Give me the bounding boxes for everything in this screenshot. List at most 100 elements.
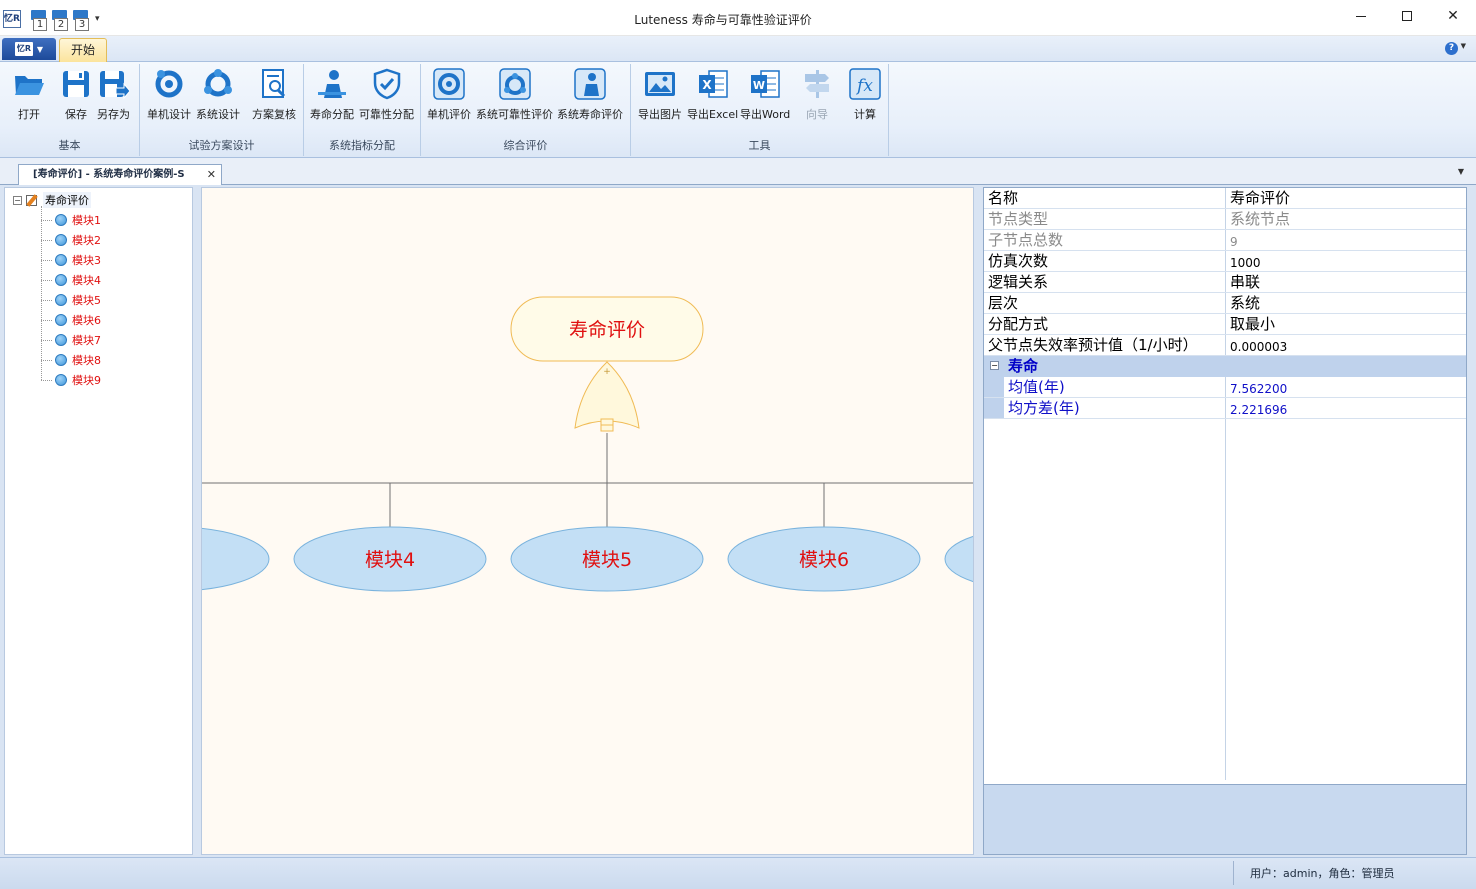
plan-review-icon (262, 69, 286, 98)
gate-expand-marker: + (603, 367, 611, 377)
tree-item-label: 模块7 (72, 334, 101, 347)
document-tab-bar: [寿命评价] - 系统寿命评价案例-S ✕ ▼ (0, 158, 1476, 185)
export-excel-button[interactable]: X 导出Excel (687, 68, 738, 122)
save-as-button[interactable]: 另存为 (97, 68, 130, 122)
node-dot-icon (55, 214, 67, 226)
tree-item-label: 模块4 (72, 274, 101, 287)
export-word-button[interactable]: W 导出Word (740, 68, 790, 122)
property-value[interactable]: 串联 (1230, 273, 1261, 291)
tree-item[interactable]: 模块2 (41, 232, 101, 248)
open-label: 打开 (18, 108, 40, 121)
svg-text:X: X (702, 78, 712, 92)
property-category-life[interactable]: − 寿命 (984, 356, 1466, 377)
child-node[interactable] (510, 526, 704, 592)
status-bar: 用户：admin，角色：管理员 (0, 857, 1476, 889)
tree-item[interactable]: 模块6 (41, 312, 101, 328)
chevron-down-icon[interactable]: ▼ (1460, 42, 1466, 50)
qat-customize-icon[interactable]: ▾ (95, 14, 100, 24)
folder-icon (52, 10, 67, 20)
property-row-name[interactable]: 名称 寿命评价 (984, 188, 1466, 209)
minimize-button[interactable] (1338, 0, 1384, 32)
maximize-button[interactable] (1384, 0, 1430, 32)
node-dot-icon (55, 354, 67, 366)
tree-item[interactable]: 模块3 (41, 252, 101, 268)
unit-design-button[interactable]: 单机设计 (147, 68, 191, 122)
property-value[interactable]: 7.562200 (1230, 382, 1288, 396)
tree-root-node[interactable]: − 寿命评价 (13, 192, 91, 208)
property-row-mean[interactable]: 均值(年) 7.562200 (984, 377, 1466, 398)
reliability-allocation-button[interactable]: 可靠性分配 (359, 68, 414, 122)
property-row-level[interactable]: 层次 系统 (984, 293, 1466, 314)
life-allocation-button[interactable]: 寿命分配 (310, 68, 354, 122)
property-grid: 名称 寿命评价 节点类型 系统节点 子节点总数 9 仿真次数 1000 逻辑关系… (983, 187, 1467, 855)
tree-item[interactable]: 模块1 (41, 212, 101, 228)
property-value[interactable]: 寿命评价 (1230, 189, 1291, 207)
property-value[interactable]: 1000 (1230, 256, 1261, 270)
close-button[interactable]: ✕ (1447, 8, 1459, 24)
save-button[interactable]: 保存 (60, 68, 92, 122)
app-menu-button[interactable]: 忆R ▼ (2, 38, 56, 60)
export-word-label: 导出Word (740, 108, 791, 121)
open-button[interactable]: 打开 (13, 68, 45, 122)
root-node[interactable] (510, 296, 704, 362)
property-value[interactable]: 0.000003 (1230, 340, 1288, 354)
node-dot-icon (55, 294, 67, 306)
system-life-evaluation-button[interactable]: 系统寿命评价 (557, 68, 623, 122)
collapse-icon[interactable]: − (13, 195, 22, 205)
property-row-parent-failure-rate[interactable]: 父节点失效率预计值（1/小时） 0.000003 (984, 335, 1466, 356)
wizard-button[interactable]: 向导 (801, 68, 833, 122)
property-key: 均值(年) (1008, 378, 1065, 396)
property-row-sim-count[interactable]: 仿真次数 1000 (984, 251, 1466, 272)
unit-evaluation-button[interactable]: 单机评价 (427, 68, 471, 122)
property-value[interactable]: 取最小 (1230, 315, 1276, 333)
system-reliability-evaluation-label: 系统可靠性评价 (476, 108, 553, 121)
child-node-partial-left[interactable] (202, 527, 270, 591)
chevron-down-icon[interactable]: ▼ (1457, 167, 1464, 176)
document-tab[interactable]: [寿命评价] - 系统寿命评价案例-S ✕ (18, 164, 222, 185)
child-node[interactable] (727, 526, 921, 592)
export-image-button[interactable]: 导出图片 (638, 68, 682, 122)
property-row-child-count[interactable]: 子节点总数 9 (984, 230, 1466, 251)
property-row-std-dev[interactable]: 均方差(年) 2.221696 (984, 398, 1466, 419)
child-node-label: 模块4 (365, 549, 415, 571)
recent-file-2-button[interactable]: 2 (51, 8, 69, 31)
save-disk-icon (63, 71, 89, 97)
wizard-label: 向导 (806, 108, 828, 121)
property-column-divider[interactable] (1225, 188, 1226, 780)
unit-design-label: 单机设计 (147, 108, 191, 121)
tree-item[interactable]: 模块5 (41, 292, 101, 308)
plan-review-label: 方案复核 (252, 108, 296, 121)
property-row-allocation-method[interactable]: 分配方式 取最小 (984, 314, 1466, 335)
group-label-test-design: 试验方案设计 (188, 139, 255, 152)
person-board-icon (318, 70, 346, 98)
root-node-label: 寿命评价 (569, 319, 645, 341)
collapse-icon[interactable]: − (990, 361, 999, 370)
tree-item[interactable]: 模块9 (41, 372, 101, 388)
system-life-icon (574, 68, 606, 100)
tree-item[interactable]: 模块7 (41, 332, 101, 348)
child-node[interactable] (293, 526, 487, 592)
system-design-button[interactable]: 系统设计 (196, 68, 240, 122)
structure-tree: − 寿命评价 模块1 模块2 模块3 模块4 模块5 模块6 模块7 模块8 模… (4, 187, 193, 855)
close-icon[interactable]: ✕ (206, 168, 216, 181)
plan-review-button[interactable]: 方案复核 (252, 68, 296, 122)
tree-item-label: 模块6 (72, 314, 101, 327)
recent-file-1-button[interactable]: 1 (30, 8, 48, 31)
help-icon[interactable]: ? (1445, 42, 1458, 55)
property-value[interactable]: 2.221696 (1230, 403, 1288, 417)
diagram-canvas[interactable]: 寿命评价 + 模块4 模块5 模块6 (201, 187, 974, 855)
ribbon-group-evaluation: 单机评价 系统可靠性评价 系统寿命评价 综合评价 (421, 64, 631, 156)
tree-item[interactable]: 模块4 (41, 272, 101, 288)
recent-file-3-button[interactable]: 3 (72, 8, 90, 31)
tree-item[interactable]: 模块8 (41, 352, 101, 368)
calculate-button[interactable]: fx 计算 (849, 68, 881, 122)
ribbon-group-basic: 打开 保存 另存为 基本 (0, 64, 140, 156)
property-key: 节点类型 (988, 210, 1049, 228)
tab-home[interactable]: 开始 (59, 38, 107, 63)
system-reliability-evaluation-button[interactable]: 系统可靠性评价 (476, 68, 553, 122)
property-row-node-type[interactable]: 节点类型 系统节点 (984, 209, 1466, 230)
child-node-partial-right[interactable] (944, 527, 973, 591)
system-design-label: 系统设计 (196, 108, 240, 121)
property-row-logic[interactable]: 逻辑关系 串联 (984, 272, 1466, 293)
property-value[interactable]: 系统 (1230, 294, 1261, 312)
